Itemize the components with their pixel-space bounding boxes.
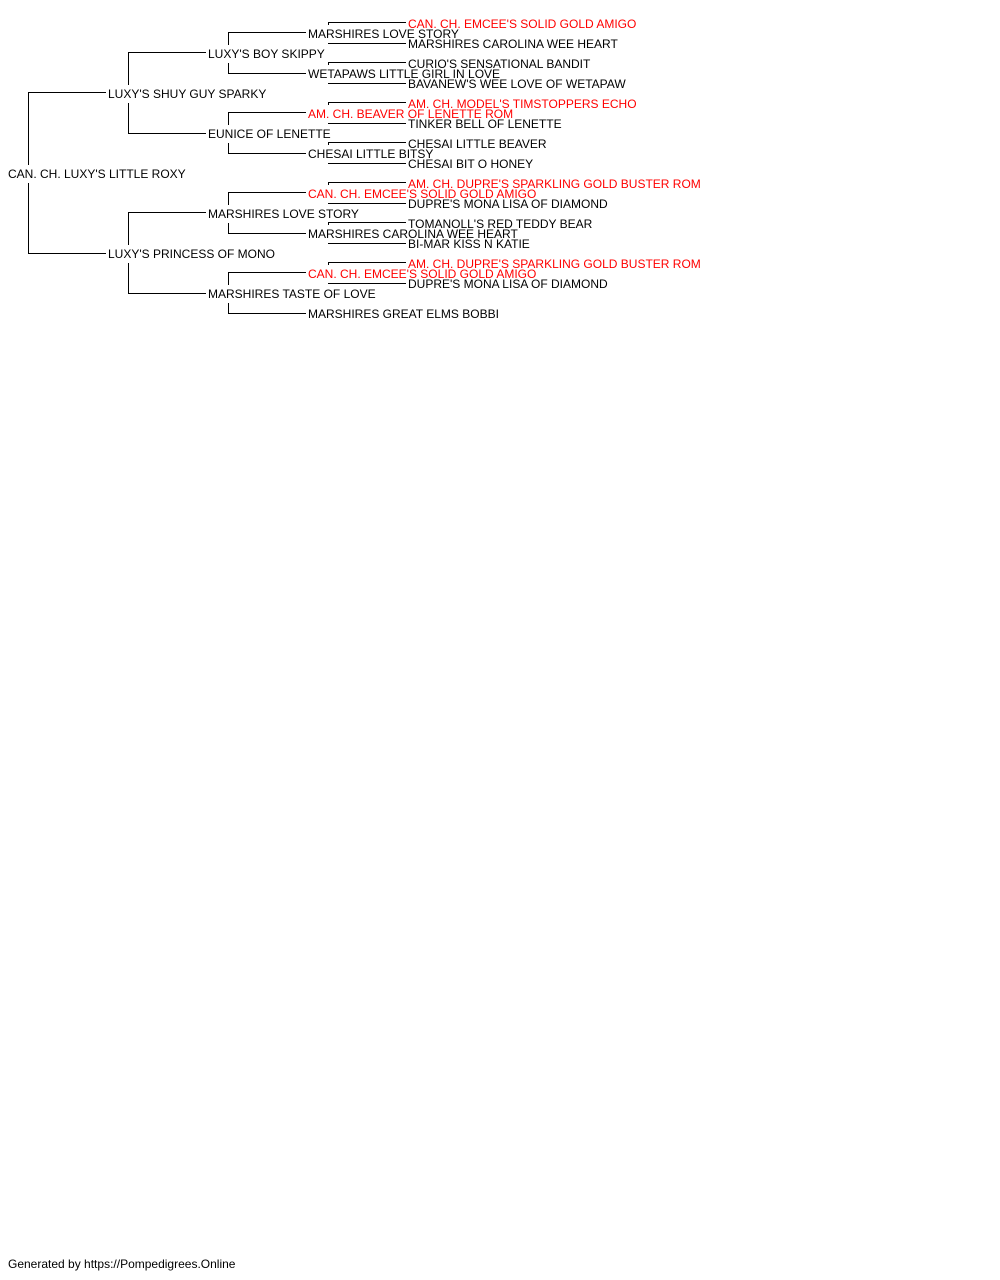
connector-line (328, 243, 406, 244)
pedigree-entry: MARSHIRES GREAT ELMS BOBBI (308, 307, 499, 321)
pedigree-entry: TOMANOLL'S RED TEDDY BEAR (408, 217, 593, 231)
connector-line (228, 143, 229, 153)
connector-line (28, 92, 106, 93)
connector-line (228, 272, 306, 273)
connector-line (228, 192, 306, 193)
connector-line (228, 223, 229, 233)
connector-line (328, 102, 406, 103)
connector-line (228, 233, 306, 234)
pedigree-entry: CURIO'S SENSATIONAL BANDIT (408, 57, 591, 71)
pedigree-entry: DUPRE'S MONA LISA OF DIAMOND (408, 197, 608, 211)
connector-line (228, 112, 306, 113)
connector-line (228, 192, 229, 205)
pedigree-entry: CAN. CH. EMCEE'S SOLID GOLD AMIGO (308, 267, 537, 281)
pedigree-entry: BAVANEW'S WEE LOVE OF WETAPAW (408, 77, 626, 91)
pedigree-entry: MARSHIRES LOVE STORY (308, 27, 459, 41)
pedigree-entry: AM. CH. DUPRE'S SPARKLING GOLD BUSTER RO… (408, 177, 701, 191)
connector-line (128, 212, 129, 245)
connector-line (128, 133, 206, 134)
connector-line (128, 263, 129, 293)
pedigree-entry: CAN. CH. LUXY'S LITTLE ROXY (8, 167, 186, 181)
connector-line (228, 73, 306, 74)
connector-line (28, 92, 29, 165)
connector-line (328, 62, 406, 63)
connector-line (228, 32, 229, 45)
pedigree-entry: AM. CH. MODEL'S TIMSTOPPERS ECHO (408, 97, 637, 111)
connector-line (128, 103, 129, 133)
footer-credit: Generated by https://Pompedigrees.Online (8, 1257, 236, 1271)
connector-line (328, 262, 329, 265)
connector-line (28, 183, 29, 253)
pedigree-entry: CHESAI LITTLE BEAVER (408, 137, 547, 151)
connector-line (28, 253, 106, 254)
pedigree-entry: LUXY'S PRINCESS OF MONO (108, 247, 275, 261)
pedigree-entry: DUPRE'S MONA LISA OF DIAMOND (408, 277, 608, 291)
connector-line (328, 102, 329, 105)
connector-line (328, 203, 406, 204)
connector-line (328, 83, 406, 84)
pedigree-entry: CHESAI LITTLE BITSY (308, 147, 434, 161)
pedigree-entry: TINKER BELL OF LENETTE (408, 117, 562, 131)
connector-line (328, 222, 329, 225)
connector-line (128, 52, 206, 53)
pedigree-entry: CAN. CH. EMCEE'S SOLID GOLD AMIGO (308, 187, 537, 201)
connector-line (328, 142, 406, 143)
pedigree-entry: WETAPAWS LITTLE GIRL IN LOVE (308, 67, 501, 81)
pedigree-entry: BI-MAR KISS N KATIE (408, 237, 530, 251)
connector-line (328, 163, 406, 164)
pedigree-entry: AM. CH. BEAVER OF LENETTE ROM (308, 107, 514, 121)
connector-line (128, 212, 206, 213)
connector-line (328, 283, 406, 284)
connector-line (328, 262, 406, 263)
connector-line (328, 22, 406, 23)
connector-line (228, 32, 306, 33)
pedigree-entry: MARSHIRES LOVE STORY (208, 207, 359, 221)
connector-line (328, 222, 406, 223)
pedigree-entry: MARSHIRES CAROLINA WEE HEART (408, 37, 618, 51)
pedigree-entry: CHESAI BIT O HONEY (408, 157, 534, 171)
connector-line (328, 182, 406, 183)
connector-line (228, 303, 229, 313)
pedigree-entry: LUXY'S BOY SKIPPY (208, 47, 325, 61)
pedigree-entry: MARSHIRES TASTE OF LOVE (208, 287, 376, 301)
connector-line (328, 182, 329, 185)
connector-line (128, 52, 129, 85)
connector-line (328, 123, 406, 124)
pedigree-entry: AM. CH. DUPRE'S SPARKLING GOLD BUSTER RO… (408, 257, 701, 271)
pedigree-entry: EUNICE OF LENETTE (208, 127, 331, 141)
pedigree-entry: CAN. CH. EMCEE'S SOLID GOLD AMIGO (408, 17, 637, 31)
connector-line (328, 43, 406, 44)
connector-line (228, 153, 306, 154)
connector-line (328, 142, 329, 145)
connector-line (228, 63, 229, 73)
pedigree-entry: LUXY'S SHUY GUY SPARKY (108, 87, 267, 101)
connector-line (228, 313, 306, 314)
connector-line (228, 272, 229, 285)
connector-line (328, 22, 329, 25)
connector-line (328, 62, 329, 65)
connector-line (228, 112, 229, 125)
pedigree-entry: MARSHIRES CAROLINA WEE HEART (308, 227, 518, 241)
connector-line (128, 293, 206, 294)
